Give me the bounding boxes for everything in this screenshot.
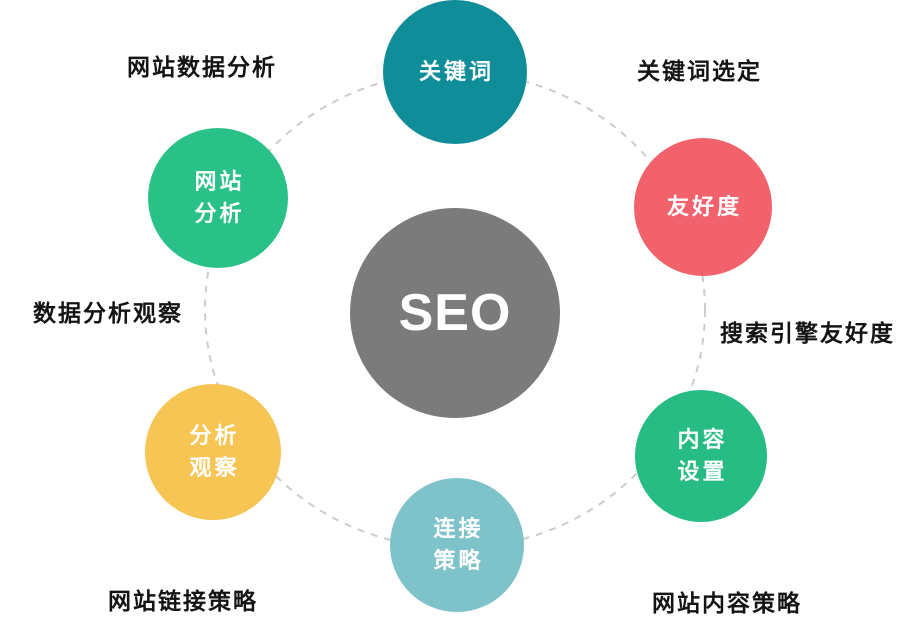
node-friendliness-label: 友好度 xyxy=(666,194,742,220)
node-analysis-observe: 分析 观察 xyxy=(145,384,281,520)
node-keywords-label: 关键词 xyxy=(418,59,494,85)
node-analysis-observe-label-line1: 分析 xyxy=(189,423,240,449)
node-content-setting: 内容 设置 xyxy=(635,390,767,522)
node-keywords: 关键词 xyxy=(383,0,527,144)
node-site-analysis-label-line2: 分析 xyxy=(194,201,245,226)
seo-label: SEO xyxy=(398,284,512,342)
node-site-analysis: 网站 分析 xyxy=(148,128,288,268)
center-node-seo: SEO xyxy=(350,208,560,418)
node-site-analysis-label-line1: 网站 xyxy=(194,169,245,195)
node-content-setting-label-line2: 设置 xyxy=(677,459,728,484)
node-analysis-observe-label-line2: 观察 xyxy=(189,455,240,480)
label-site-content-strategy: 网站内容策略 xyxy=(652,590,802,616)
label-site-data-analysis: 网站数据分析 xyxy=(127,54,277,80)
node-link-strategy: 连接 策略 xyxy=(390,478,524,612)
node-content-setting-label-line1: 内容 xyxy=(677,427,728,453)
label-search-engine-friendliness: 搜索引擎友好度 xyxy=(720,320,895,346)
label-data-analysis-observation: 数据分析观察 xyxy=(33,300,183,326)
node-link-strategy-label-line1: 连接 xyxy=(433,516,484,542)
label-keyword-selection: 关键词选定 xyxy=(637,58,762,84)
node-link-strategy-label-line2: 策略 xyxy=(433,548,484,573)
label-site-link-strategy: 网站链接策略 xyxy=(108,588,258,614)
node-friendliness: 友好度 xyxy=(634,138,772,276)
